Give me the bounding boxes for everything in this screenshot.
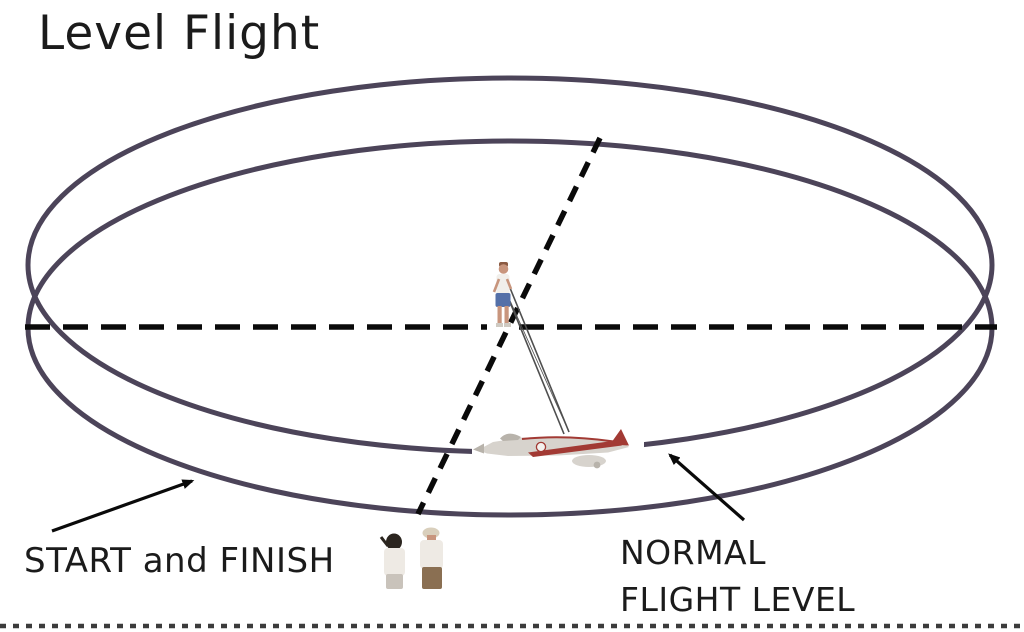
judge-left-pants [386, 574, 403, 589]
judge-left [379, 533, 405, 589]
control-line-twist [502, 284, 570, 433]
lap-line-diagonal [415, 136, 603, 516]
control-line [502, 284, 565, 435]
normal-flight-level-arrow [668, 453, 746, 522]
airplane-wing [528, 440, 622, 457]
judge-left-shirt [384, 548, 405, 576]
airplane-gear-pod [572, 455, 606, 467]
normal-flight-level-line2: FLIGHT LEVEL [620, 580, 856, 619]
pilot-leg-right [504, 306, 509, 323]
airplane-trim-stripe [521, 436, 615, 443]
airplane-canopy [500, 433, 521, 441]
airplane-roundel [535, 441, 547, 453]
pilot-head [498, 264, 509, 274]
airplane-tail-fin [610, 429, 629, 446]
airplane-icon [473, 429, 629, 469]
pilot-shoe-right [504, 323, 511, 327]
pilot-shorts [495, 293, 511, 307]
pilot-shoe-left [496, 323, 503, 327]
pilot-shirt [496, 274, 510, 295]
judge-left-arm [379, 536, 390, 547]
judge-left-head [386, 533, 402, 551]
control-lines [502, 282, 570, 435]
judge-right-pants [422, 567, 442, 589]
judge-right [420, 527, 443, 589]
airplane-spinner [473, 443, 484, 454]
airplane-fuselage [478, 437, 629, 456]
pilot-arm-left [492, 278, 501, 293]
normal-flight-level-label: NORMAL FLIGHT LEVEL [620, 529, 855, 623]
diagram-title: Level Flight [38, 6, 321, 61]
start-finish-label: START and FINISH [24, 541, 335, 581]
control-line [507, 282, 570, 433]
judge-right-shirt [420, 540, 443, 569]
judge-right-head [427, 535, 436, 541]
normal-flight-level-line1: NORMAL [620, 533, 767, 572]
airplane-wheel [593, 461, 601, 469]
flight-circle-upper [25, 75, 995, 455]
judges-figure [379, 527, 443, 589]
start-finish-arrow [51, 479, 195, 533]
pilot-arm-right [505, 278, 513, 290]
pilot-figure [492, 262, 513, 327]
pilot-leg-left [497, 306, 502, 323]
